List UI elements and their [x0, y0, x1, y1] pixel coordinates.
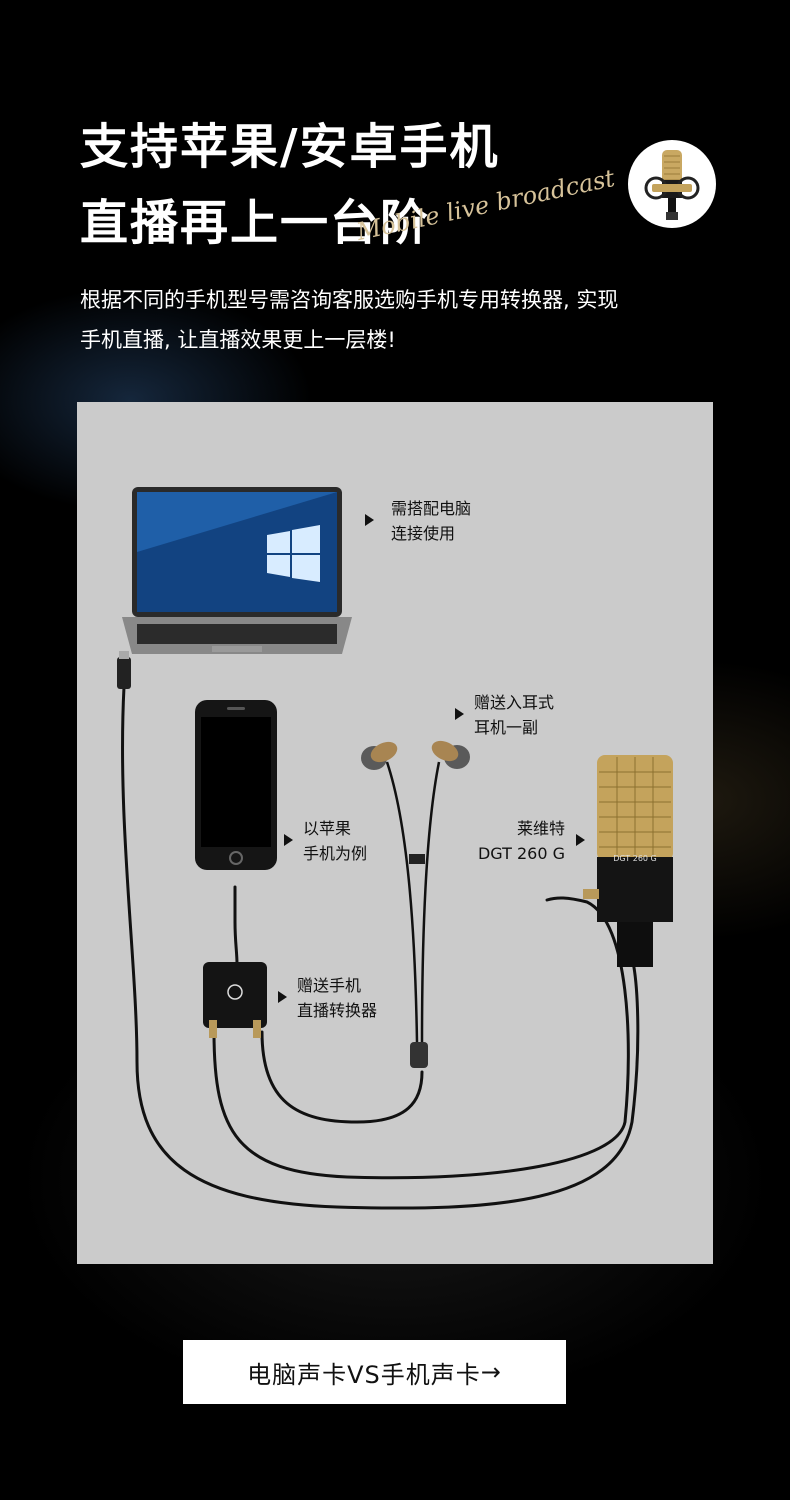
laptop-label-line2: 连接使用: [391, 524, 456, 543]
earphone-cable: [260, 1030, 424, 1124]
compare-sound-card-button[interactable]: 电脑声卡VS手机声卡 →: [183, 1340, 566, 1404]
arrow-right-icon: →: [480, 1358, 502, 1386]
phone-arrow-icon: [284, 834, 293, 846]
laptop-label-line1: 需搭配电脑: [391, 499, 472, 518]
hero-title-line1: 支持苹果/安卓手机: [80, 119, 500, 175]
converter-label-line2: 直播转换器: [297, 1001, 378, 1020]
usb-cable: [121, 685, 640, 1210]
microphone-badge: [628, 140, 716, 228]
earphones-label-line1: 赠送入耳式: [474, 693, 555, 712]
phone-label: 以苹果 手机为例: [303, 816, 367, 866]
converter-arrow-icon: [278, 991, 287, 1003]
intro-line1: 根据不同的手机型号需咨询客服选购手机专用转换器, 实现: [80, 288, 619, 312]
phone-icon: [195, 700, 277, 870]
earphones-icon: [361, 740, 470, 1068]
hero-title-line2: 直播再上一台阶: [80, 195, 431, 251]
converter-label-line1: 赠送手机: [297, 976, 362, 995]
connection-diagram: 需搭配电脑 连接使用 赠送入耳式 耳机一副 以苹果 手机为例 莱维特 DGT 2…: [77, 402, 713, 1264]
mic-label-line2: DGT 260 G: [477, 844, 565, 863]
earphones-arrow-icon: [455, 708, 464, 720]
intro-line2: 手机直播, 让直播效果更上一层楼!: [80, 328, 396, 352]
intro-text: 根据不同的手机型号需咨询客服选购手机专用转换器, 实现 手机直播, 让直播效果更…: [80, 280, 720, 360]
phone-cable: [233, 885, 239, 966]
converter-out-cable: [212, 896, 630, 1180]
laptop-icon: [122, 487, 352, 654]
laptop-label: 需搭配电脑 连接使用: [391, 496, 471, 546]
mic-label-line1: 莱维特: [516, 819, 565, 838]
earphones-label: 赠送入耳式 耳机一副: [474, 690, 554, 740]
cta-label: 电脑声卡VS手机声卡: [247, 1360, 481, 1389]
microphone-icon: [644, 150, 700, 220]
laptop-arrow-icon: [365, 514, 374, 526]
phone-label-line1: 以苹果: [303, 819, 352, 838]
diagram-illustration: [117, 487, 673, 1210]
mic-body-text: DGT 260 G: [613, 854, 657, 863]
usb-plug-icon: [117, 651, 131, 689]
earphones-label-line2: 耳机一副: [474, 718, 539, 737]
mic-arrow-icon: [576, 834, 585, 846]
phone-label-line2: 手机为例: [303, 844, 368, 863]
microphone-large-icon: [583, 755, 673, 967]
converter-icon: [203, 962, 267, 1038]
mic-label: 莱维特 DGT 260 G: [447, 816, 565, 866]
converter-label: 赠送手机 直播转换器: [297, 973, 377, 1023]
